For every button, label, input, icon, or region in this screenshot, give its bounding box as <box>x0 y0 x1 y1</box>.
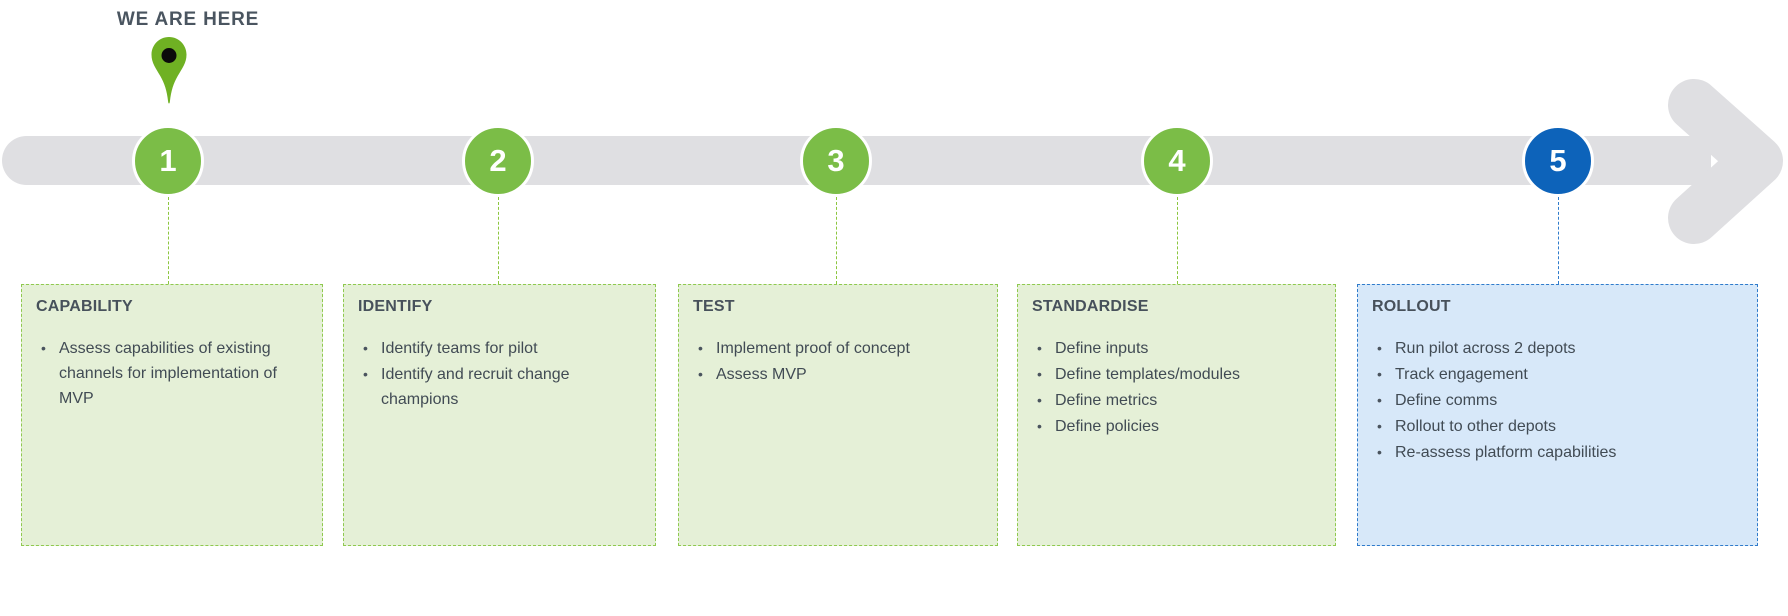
stage-title: STANDARDISE <box>1032 298 1149 315</box>
stage-title: TEST <box>693 298 735 315</box>
stage-title: ROLLOUT <box>1372 298 1451 315</box>
stage-title: CAPABILITY <box>36 298 133 315</box>
stage-box-identify: IDENTIFY Identify teams for pilot Identi… <box>343 284 656 546</box>
stage-bullet: Identify teams for pilot <box>358 336 641 361</box>
stage-box-capability: CAPABILITY Assess capabilities of existi… <box>21 284 323 546</box>
step-number: 5 <box>1549 143 1567 178</box>
stage-bullet: Define policies <box>1032 414 1321 439</box>
step-circle-2: 2 <box>462 125 534 197</box>
stage-bullet-list: Identify teams for pilot Identify and re… <box>358 336 641 412</box>
stage-bullet: Identify and recruit change champions <box>358 362 641 412</box>
stage-bullet: Implement proof of concept <box>693 336 983 361</box>
step-connector-4 <box>1177 197 1178 284</box>
location-pin-icon <box>151 37 187 104</box>
step-connector-1 <box>168 197 169 284</box>
step-circle-3: 3 <box>800 125 872 197</box>
stage-bullet: Rollout to other depots <box>1372 414 1743 439</box>
step-circle-1: 1 <box>132 125 204 197</box>
step-number: 1 <box>159 143 177 178</box>
stage-bullet: Re-assess platform capabilities <box>1372 440 1743 465</box>
stage-title: IDENTIFY <box>358 298 433 315</box>
stage-box-rollout: ROLLOUT Run pilot across 2 depots Track … <box>1357 284 1758 546</box>
step-connector-2 <box>498 197 499 284</box>
stage-bullet: Assess capabilities of existing channels… <box>36 336 308 411</box>
timeline-arrowhead-icon <box>1668 79 1783 244</box>
stage-bullet: Define metrics <box>1032 388 1321 413</box>
step-connector-3 <box>836 197 837 284</box>
stage-bullet: Run pilot across 2 depots <box>1372 336 1743 361</box>
step-number: 3 <box>827 143 845 178</box>
stage-bullet-list: Run pilot across 2 depots Track engageme… <box>1372 336 1743 465</box>
stage-bullet-list: Define inputs Define templates/modules D… <box>1032 336 1321 439</box>
step-connector-5 <box>1558 197 1559 284</box>
stage-bullet-list: Assess capabilities of existing channels… <box>36 336 308 411</box>
step-circle-5: 5 <box>1522 125 1594 197</box>
stage-bullet-list: Implement proof of concept Assess MVP <box>693 336 983 387</box>
stage-bullet: Define templates/modules <box>1032 362 1321 387</box>
stage-box-standardise: STANDARDISE Define inputs Define templat… <box>1017 284 1336 546</box>
step-number: 2 <box>489 143 507 178</box>
stage-bullet: Define inputs <box>1032 336 1321 361</box>
step-number: 4 <box>1168 143 1186 178</box>
step-circle-4: 4 <box>1141 125 1213 197</box>
stage-box-test: TEST Implement proof of concept Assess M… <box>678 284 998 546</box>
stage-bullet: Track engagement <box>1372 362 1743 387</box>
stage-bullet: Define comms <box>1372 388 1743 413</box>
we-are-here-label: WE ARE HERE <box>116 9 260 30</box>
stage-bullet: Assess MVP <box>693 362 983 387</box>
